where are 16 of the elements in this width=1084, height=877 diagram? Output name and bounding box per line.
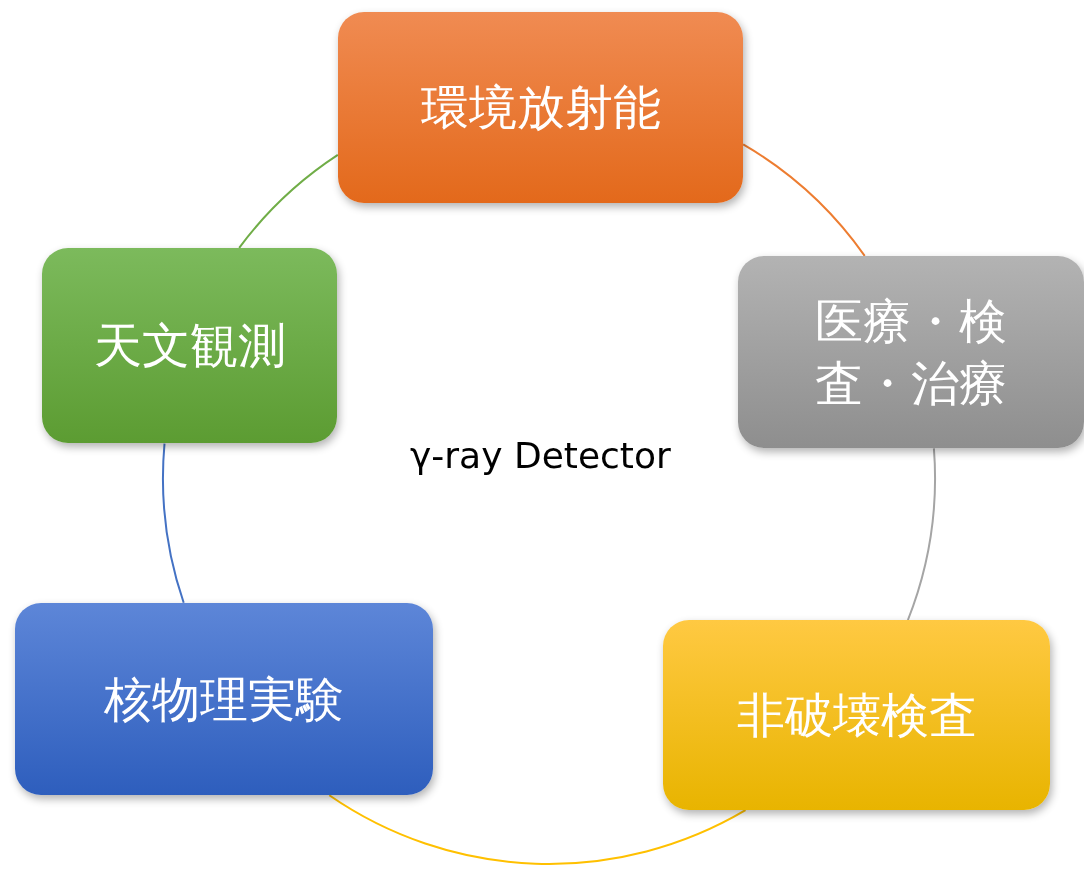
rounded-box bbox=[663, 620, 1050, 810]
box-label: 天文観測 bbox=[92, 316, 287, 376]
center-label: γ-ray Detector bbox=[410, 435, 671, 476]
box-label: 非破壊検査 bbox=[735, 685, 978, 745]
rounded-box bbox=[15, 603, 433, 795]
connector-arc bbox=[162, 442, 185, 604]
connector-arc bbox=[238, 153, 339, 249]
connector-arc bbox=[328, 794, 747, 865]
box-label: 核物理実験 bbox=[103, 669, 345, 729]
connector-arc bbox=[742, 143, 866, 257]
box-label: 医療・検査・治療 bbox=[814, 291, 1008, 413]
rounded-box bbox=[338, 12, 743, 203]
box-label: 環境放射能 bbox=[419, 78, 662, 138]
connector-arc bbox=[906, 447, 936, 621]
rounded-box bbox=[42, 248, 337, 443]
rounded-box bbox=[738, 256, 1084, 448]
